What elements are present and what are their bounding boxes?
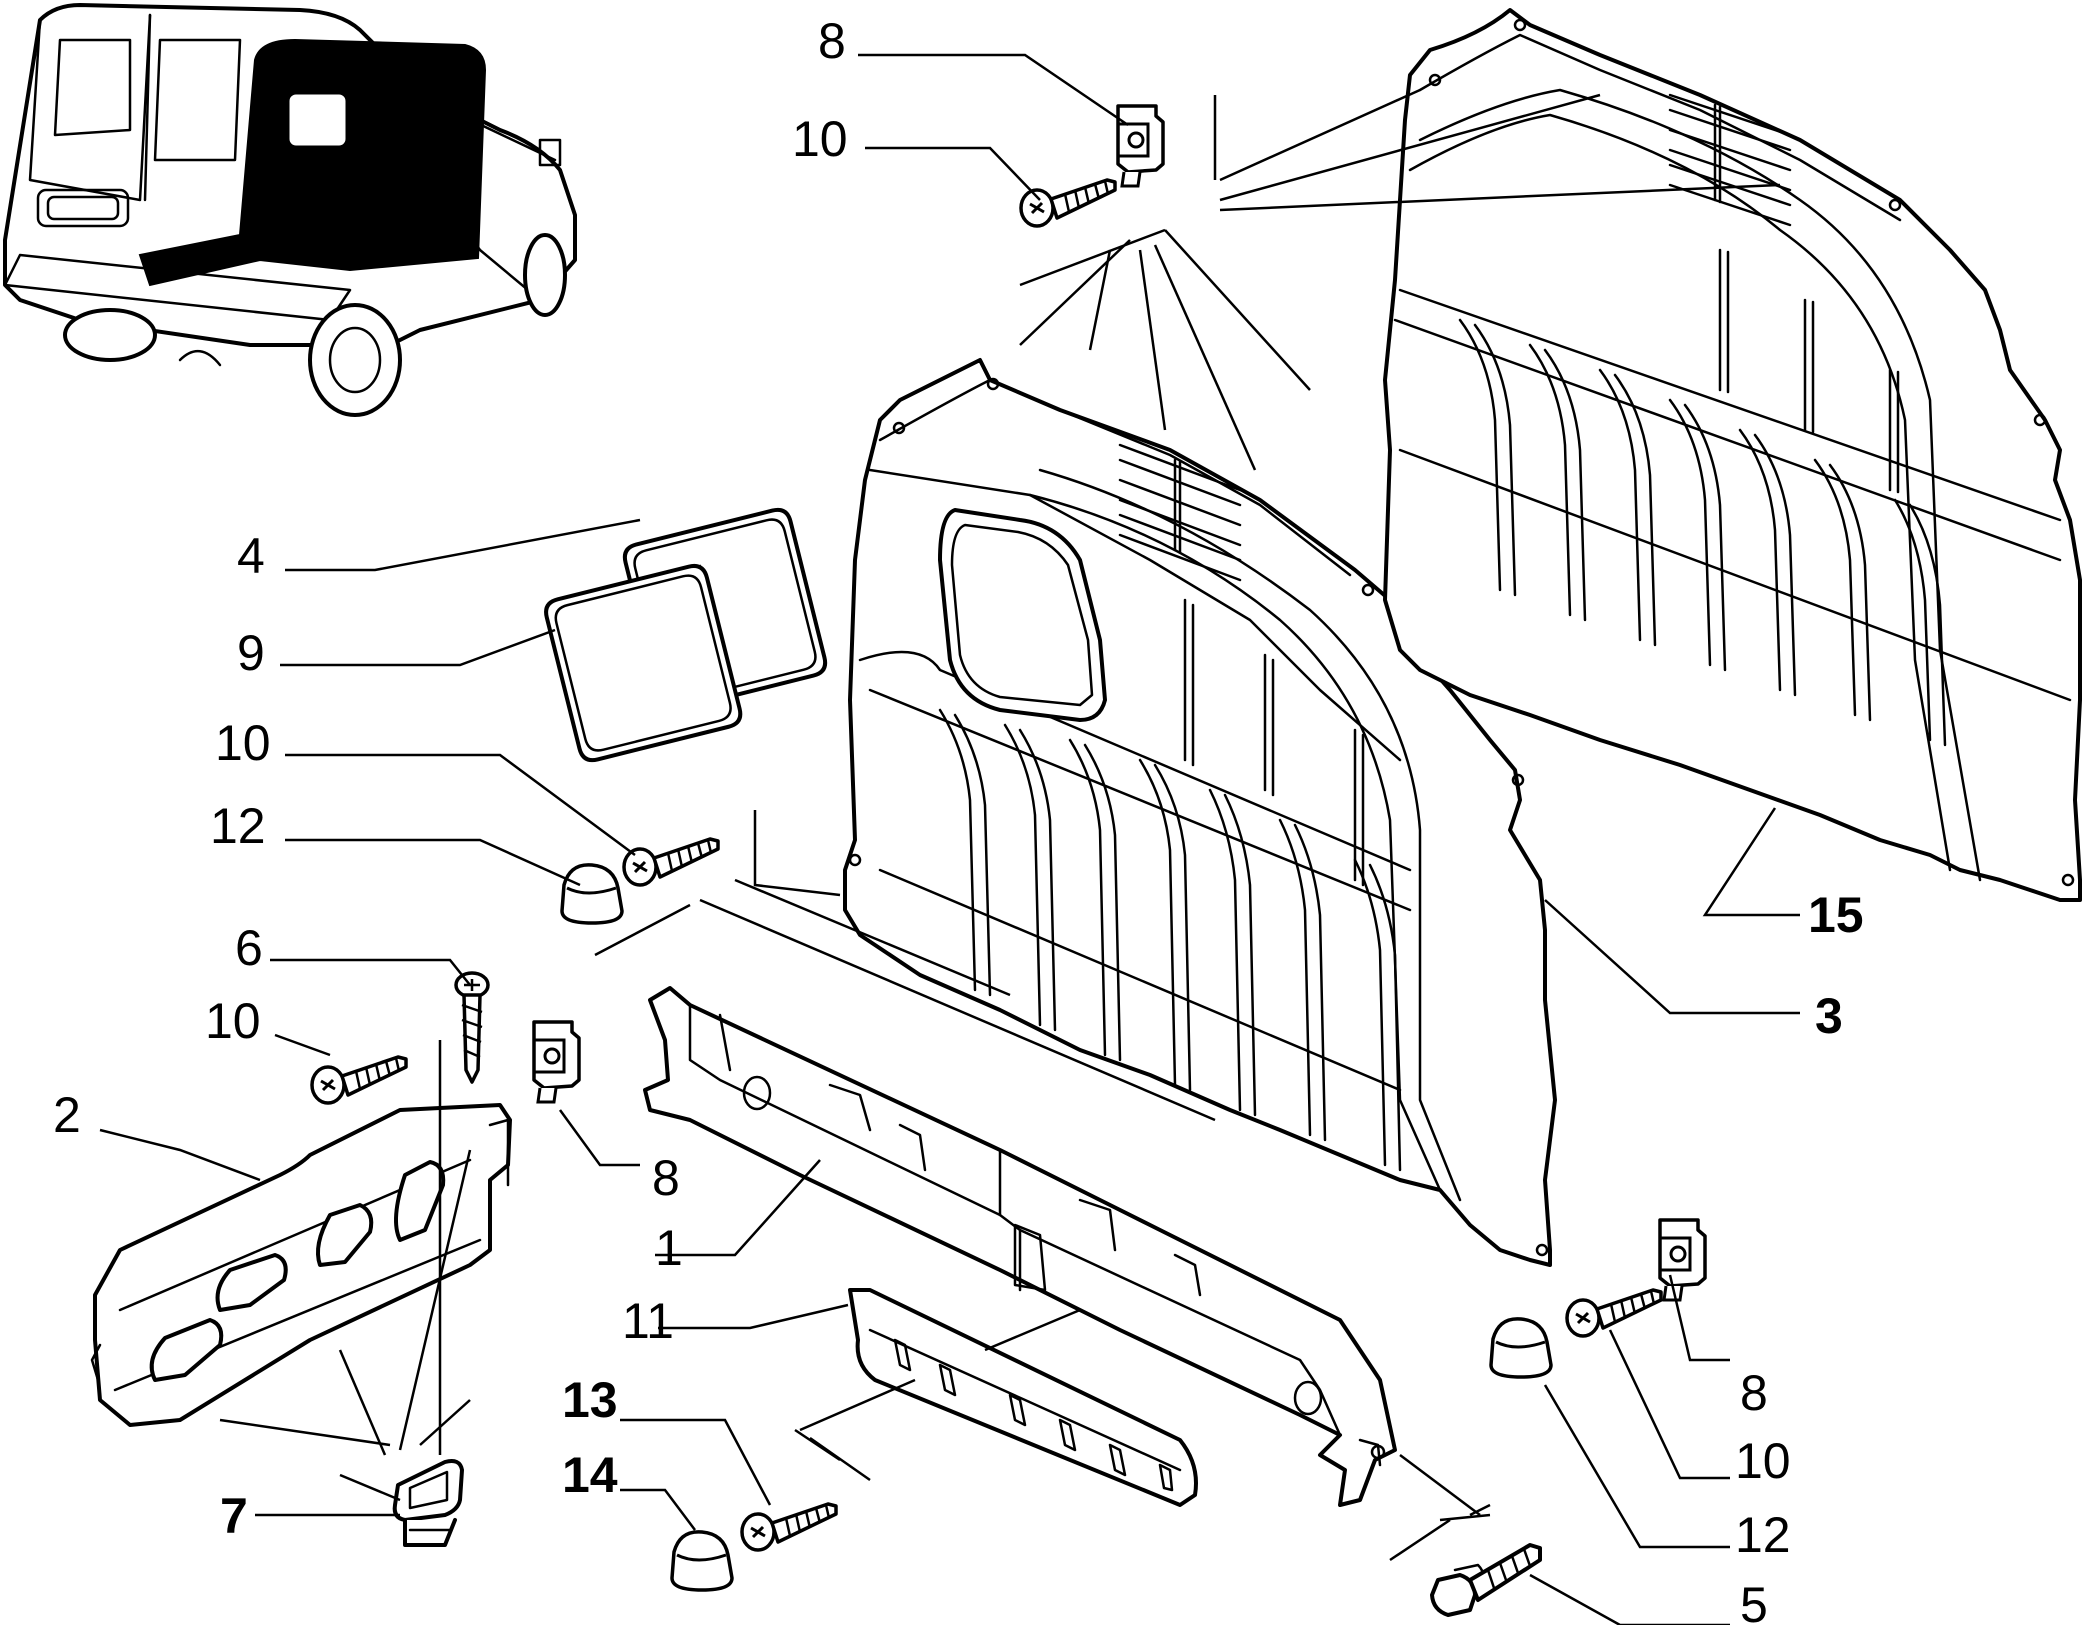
- leader-lines: [99, 53, 1800, 1625]
- callout-5: 5: [1740, 1577, 1768, 1625]
- clip-nut-part-8-top: [1116, 104, 1165, 188]
- callout-10-right: 10: [1735, 1433, 1791, 1489]
- cap-part-12-right: [1489, 1317, 1553, 1379]
- callout-13: 13: [562, 1372, 618, 1428]
- callout-2: 2: [53, 1087, 81, 1143]
- callout-3: 3: [1815, 988, 1843, 1044]
- screw-part-10-right: [1565, 1288, 1663, 1338]
- van-inset-illustration: [3, 3, 577, 417]
- partition-panel-part-15: [1383, 8, 2082, 902]
- callout-9: 9: [237, 625, 265, 681]
- screw-part-6: [454, 971, 490, 1084]
- callout-6: 6: [235, 920, 263, 976]
- callout-10-left: 10: [205, 993, 261, 1049]
- screw-part-10-left: [310, 1055, 408, 1105]
- callout-10-top: 10: [792, 111, 848, 167]
- window-seal-part-9: [544, 563, 743, 763]
- clip-nut-part-8-right: [1658, 1218, 1707, 1302]
- callout-8-top: 8: [818, 13, 846, 69]
- partition-highlight: [138, 38, 487, 287]
- callout-1: 1: [655, 1220, 683, 1276]
- grommet-part-7: [392, 1459, 464, 1547]
- callout-7: 7: [220, 1488, 248, 1544]
- cap-part-14: [670, 1530, 734, 1592]
- partition-panel-part-3: [843, 358, 1557, 1267]
- crossmember-part-1: [643, 986, 1397, 1507]
- callout-8-right: 8: [1740, 1365, 1768, 1421]
- callout-12-right: 12: [1735, 1507, 1791, 1563]
- screw-part-10-top: [1019, 178, 1117, 228]
- screw-part-10-mid: [622, 837, 720, 887]
- bolt-part-5: [1430, 1543, 1542, 1617]
- callout-8-mid: 8: [652, 1150, 680, 1206]
- callout-10-mid: 10: [215, 715, 271, 771]
- callout-labels: 8 10 4 9 10 12 6 10 2 8 1 11 13 14 7 15 …: [53, 13, 1864, 1625]
- callout-15: 15: [1808, 887, 1864, 943]
- callout-4: 4: [237, 528, 265, 584]
- callout-11: 11: [622, 1293, 674, 1349]
- cap-part-12-left: [560, 863, 624, 925]
- clip-nut-part-8-mid: [532, 1020, 581, 1104]
- callout-14: 14: [562, 1447, 618, 1503]
- callout-12-left: 12: [210, 798, 266, 854]
- screw-part-13: [740, 1502, 838, 1552]
- lower-trim-part-11: [848, 1288, 1198, 1507]
- bracket-part-2: [90, 1103, 512, 1427]
